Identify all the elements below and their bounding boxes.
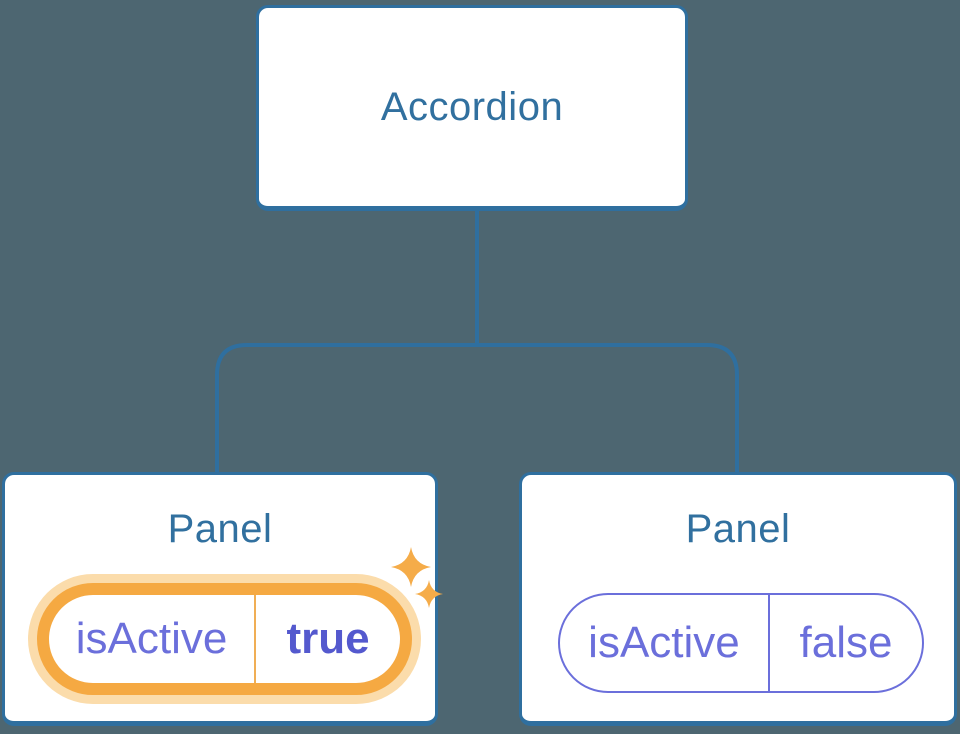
panel-title: Panel <box>167 507 273 551</box>
state-key: isActive <box>560 595 770 691</box>
connector-branches <box>215 343 739 473</box>
state-pill-active: isActive true <box>37 583 412 695</box>
state-pill-inactive: isActive false <box>558 593 924 693</box>
accordion-label: Accordion <box>380 84 564 129</box>
sparkle-small <box>415 580 443 608</box>
tree-node-accordion: Accordion <box>256 5 688 211</box>
sparkles-icon <box>391 547 443 608</box>
tree-node-panel-inactive: Panel isActive false <box>519 472 957 726</box>
sparkle-large <box>391 547 431 587</box>
state-value: false <box>799 618 893 667</box>
state-key: isActive <box>49 595 257 683</box>
state-value: true <box>286 614 370 663</box>
panel-title: Panel <box>685 507 791 551</box>
tree-node-panel-active: Panel isActive true <box>2 472 443 726</box>
